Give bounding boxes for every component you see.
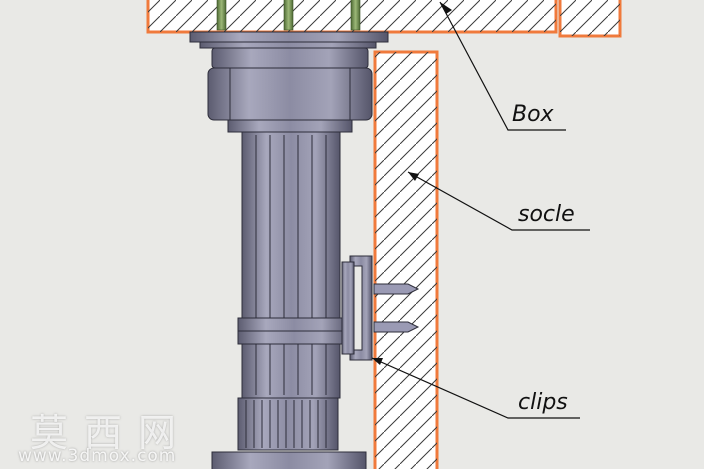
label-box: Box xyxy=(512,102,554,127)
label-clips: clips xyxy=(518,390,568,415)
socle-panel xyxy=(373,50,439,469)
adjustable-leg xyxy=(189,31,389,469)
watermark-logo-text: 莫西网 xyxy=(30,411,193,455)
threaded-rods xyxy=(216,0,361,31)
watermark-url: www.3dmox.com xyxy=(18,446,177,466)
clip-assembly xyxy=(341,255,420,361)
label-socle: socle xyxy=(518,202,575,227)
leader-lines xyxy=(371,1,590,419)
leader-arrows xyxy=(372,2,452,365)
